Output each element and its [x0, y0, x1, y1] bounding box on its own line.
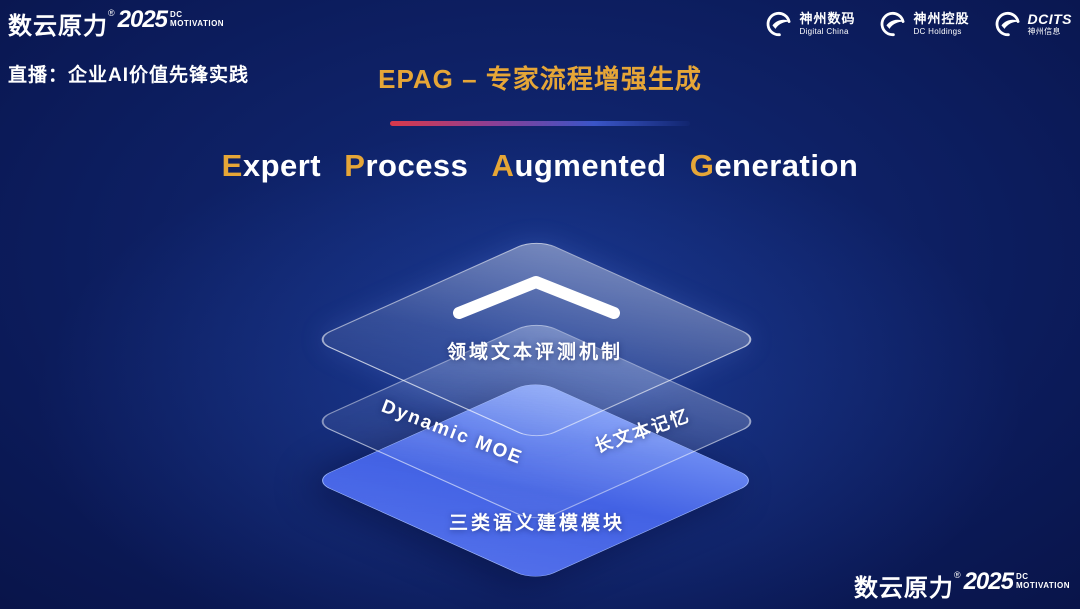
chevron-up-icon	[449, 272, 624, 327]
title-word-rest: ugmented	[514, 148, 667, 183]
title-initial: A	[491, 148, 515, 183]
logo-digital-china: 神州数码 Digital China	[765, 10, 855, 38]
brand-dc: DC	[170, 10, 183, 19]
brand-subtitle: DC MOTIVATION	[1016, 572, 1070, 590]
title-word: Expert	[222, 148, 322, 184]
brand-year: 2025	[963, 568, 1014, 595]
title-word: Augmented	[492, 148, 667, 184]
swoosh-icon	[881, 11, 906, 37]
registered-mark: ®	[108, 8, 115, 18]
gradient-divider	[390, 121, 690, 126]
registered-mark: ®	[953, 570, 961, 580]
brand-name: 数云原力	[853, 575, 954, 602]
logo-subtitle: Digital China	[799, 26, 849, 36]
title-word-rest: eneration	[714, 148, 859, 183]
logo-dcits: DCITS 神州信息	[994, 10, 1073, 38]
logo-title: DCITS	[1027, 11, 1072, 28]
corporate-logos: 神州数码 Digital China 神州控股 DC Holdings DCIT…	[765, 10, 1072, 38]
brand-logo-top-left: 数云原力 ® 2025 DC MOTIVATION	[8, 6, 224, 41]
logo-title: 神州数码	[799, 10, 856, 26]
title-initial: P	[344, 148, 366, 183]
title-word-rest: xpert	[242, 148, 322, 183]
live-stream-label: 直播：企业AI价值先锋实践	[8, 65, 250, 86]
title-word: Process	[344, 148, 468, 184]
brand-motivation: MOTIVATION	[1015, 581, 1070, 591]
logo-dc-holdings: 神州控股 DC Holdings	[879, 10, 969, 38]
brand-year: 2025	[117, 6, 168, 33]
title-word-rest: rocess	[365, 148, 469, 183]
logo-text: 神州数码 Digital China	[799, 10, 856, 36]
logo-subtitle: DC Holdings	[913, 26, 962, 36]
logo-title: 神州控股	[913, 10, 970, 26]
logo-text: 神州控股 DC Holdings	[913, 10, 970, 36]
main-title: Expert Process Augmented Generation	[0, 148, 1080, 184]
swoosh-icon	[995, 11, 1020, 37]
slide-title: EPAG – 专家流程增强生成	[378, 64, 702, 94]
brand-motivation: MOTIVATION	[170, 19, 225, 29]
logo-text: DCITS 神州信息	[1028, 11, 1073, 36]
title-initial: E	[221, 148, 243, 183]
title-initial: G	[689, 148, 715, 183]
brand-logo-bottom-right: 数云原力 ® 2025 DC MOTIVATION	[854, 568, 1070, 603]
title-word: Generation	[690, 148, 859, 184]
swoosh-icon	[767, 11, 792, 37]
brand-dc: DC	[1015, 572, 1029, 581]
layer-bottom-label: 三类语义建模模块	[448, 513, 626, 534]
layer-top-label: 领域文本评测机制	[446, 342, 624, 363]
brand-name: 数云原力	[8, 13, 108, 40]
brand-subtitle: DC MOTIVATION	[170, 10, 224, 28]
logo-subtitle: 神州信息	[1027, 27, 1061, 37]
